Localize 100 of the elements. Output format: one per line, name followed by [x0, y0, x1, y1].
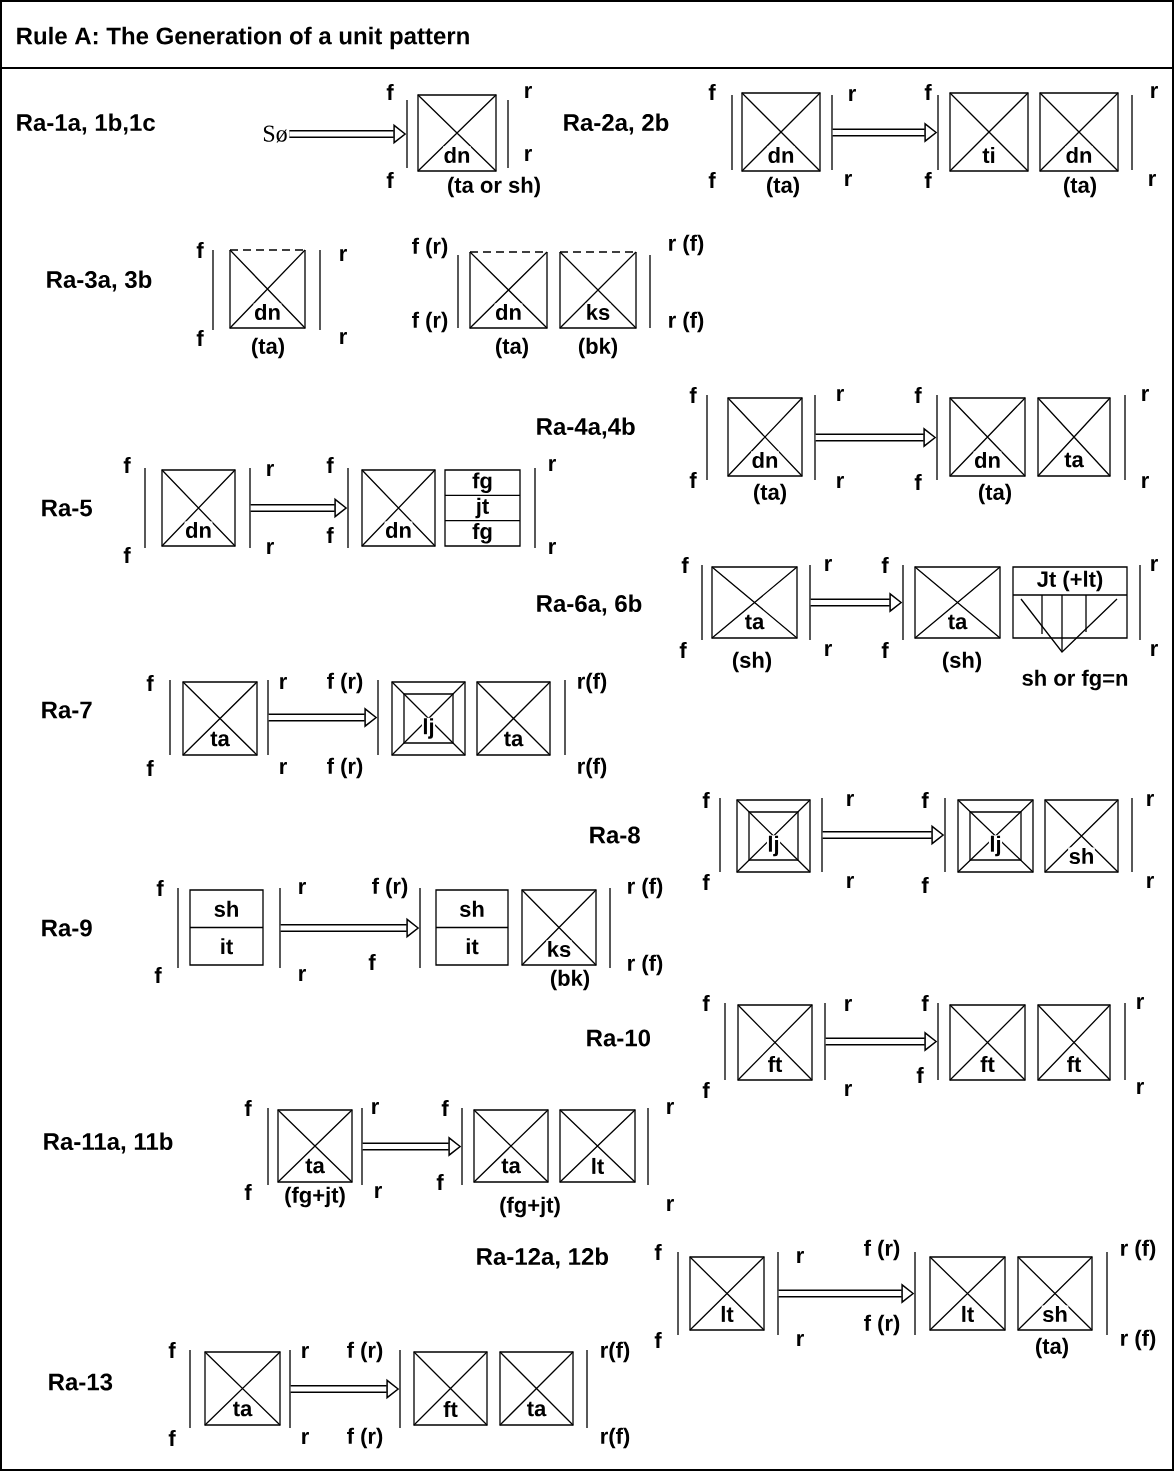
side-label: r(f) — [601, 1341, 630, 1363]
nested-crossed-square: lj — [736, 799, 811, 873]
crossed-square: lt — [559, 1109, 636, 1183]
side-label: r — [845, 1084, 852, 1096]
title: Rule A: The Generation of a unit pattern — [17, 26, 469, 50]
side-label: r — [340, 249, 347, 261]
side-label: f (r) — [372, 877, 408, 899]
side-label: r(f) — [578, 672, 607, 694]
side-label: r — [1137, 997, 1144, 1009]
side-label: r — [267, 542, 274, 554]
box-note: (fg+jt) — [500, 1196, 560, 1218]
side-label: r — [340, 332, 347, 344]
side-label: f — [702, 792, 710, 808]
side-label: r — [302, 1346, 309, 1358]
side-label: r — [549, 459, 556, 471]
side-label: f — [689, 472, 697, 488]
crossed-square: ft — [737, 1004, 813, 1081]
rule-label: Ra-11a, 11b — [44, 1132, 173, 1154]
side-label: r — [1137, 1082, 1144, 1094]
side-label: f (r) — [412, 311, 448, 333]
crossed-square: dn — [417, 94, 497, 172]
start-symbol: Sø — [263, 125, 287, 143]
side-label: r — [825, 644, 832, 656]
side-label: r (f) — [669, 234, 704, 256]
divided-box: sh it — [189, 889, 264, 966]
side-label: f — [326, 457, 334, 473]
divided-box: fg jt fg — [444, 469, 521, 547]
crossed-square: dn — [229, 249, 306, 329]
crossed-square: dn — [469, 251, 548, 329]
side-label: r — [1147, 794, 1154, 806]
side-label: r — [1142, 389, 1149, 401]
side-label: r — [797, 1334, 804, 1346]
box-note: (ta) — [496, 337, 528, 359]
side-label: f — [702, 874, 710, 890]
side-label: f — [702, 995, 710, 1011]
side-label: r (f) — [669, 311, 704, 333]
side-label: f — [679, 642, 687, 658]
crossed-square: ft — [1037, 1004, 1111, 1081]
divided-box: sh it — [435, 889, 509, 966]
side-label: r (f) — [628, 954, 663, 976]
crossed-square: sh — [1044, 799, 1119, 873]
box-note: (bk) — [550, 969, 590, 991]
side-label: r (f) — [1121, 1239, 1156, 1261]
fan-box: Jt (+lt) — [1012, 566, 1128, 653]
box-note: sh or fg=n — [1022, 669, 1128, 691]
side-label: r — [797, 1251, 804, 1263]
rule-label: Ra-9 — [42, 919, 92, 937]
side-label: r — [1151, 559, 1158, 571]
side-label: r — [847, 794, 854, 806]
rule-label: Ra-5 — [42, 499, 92, 517]
crossed-square: ta — [277, 1109, 353, 1183]
crossed-square: dn — [361, 469, 436, 547]
side-label: r — [845, 174, 852, 186]
side-label: r — [837, 476, 844, 488]
side-label: f — [326, 527, 334, 543]
side-label: r(f) — [601, 1427, 630, 1449]
crossed-square: ta — [204, 1351, 281, 1426]
side-label: r — [667, 1102, 674, 1114]
box-note: (ta) — [1036, 1337, 1068, 1359]
side-label: f — [146, 675, 154, 691]
side-label: f — [123, 547, 131, 563]
side-label: f — [168, 1342, 176, 1358]
crossed-square: ta — [473, 1109, 549, 1183]
side-label: r — [849, 89, 856, 101]
side-label: f — [368, 954, 376, 970]
side-label: r — [280, 762, 287, 774]
side-label: f — [914, 474, 922, 490]
rule-label: Ra-4a,4b — [537, 417, 635, 439]
side-label: f — [156, 880, 164, 896]
rule-label: Ra-2a, 2b — [564, 113, 669, 135]
side-label: r — [667, 1199, 674, 1211]
crossed-square: ta — [499, 1351, 574, 1426]
side-label: r — [1151, 644, 1158, 656]
rule-label: Ra-8 — [590, 826, 640, 844]
box-note: (ta) — [252, 337, 284, 359]
side-label: f — [168, 1430, 176, 1446]
side-label: f (r) — [327, 757, 363, 779]
crossed-square: lt — [929, 1256, 1006, 1331]
side-label: f — [881, 557, 889, 573]
side-label: r — [302, 1432, 309, 1444]
side-label: r — [1151, 86, 1158, 98]
side-label: r — [837, 389, 844, 401]
side-label: f — [154, 967, 162, 983]
side-label: f — [386, 172, 394, 188]
side-label: f — [924, 84, 932, 100]
side-label: r — [847, 876, 854, 888]
crossed-square: dn — [1039, 92, 1119, 172]
side-label: f — [916, 1067, 924, 1083]
side-label: r — [299, 882, 306, 894]
side-label: f — [123, 457, 131, 473]
box-note: (ta) — [979, 483, 1011, 505]
crossed-square: ks — [521, 889, 597, 966]
side-label: r — [1149, 174, 1156, 186]
side-label: f — [708, 84, 716, 100]
rule-label: Ra-3a, 3b — [47, 270, 152, 292]
side-label: r — [372, 1102, 379, 1114]
side-label: r — [1147, 876, 1154, 888]
side-label: f (r) — [412, 237, 448, 259]
side-label: f — [441, 1100, 449, 1116]
side-label: f — [921, 877, 929, 893]
